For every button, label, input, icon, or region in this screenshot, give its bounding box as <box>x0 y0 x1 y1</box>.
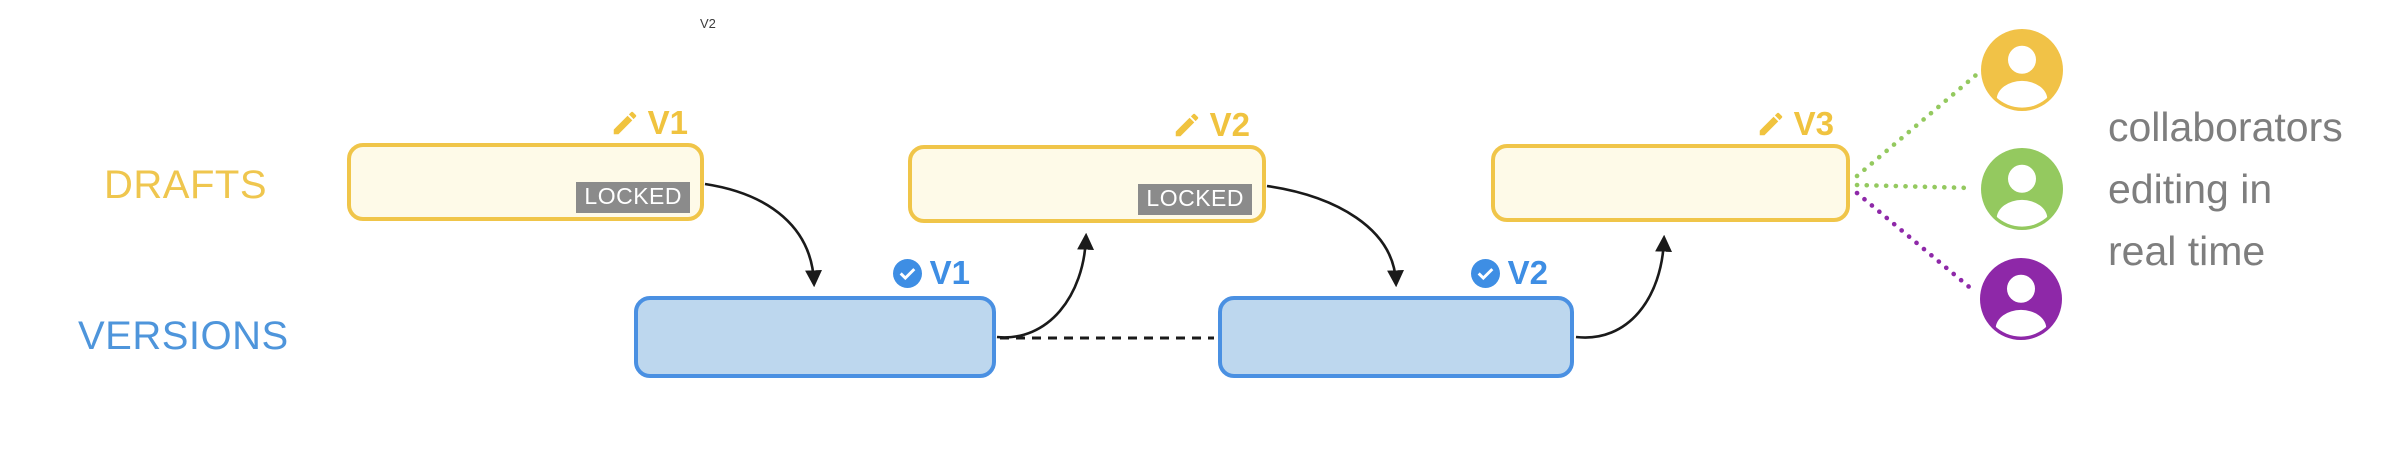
draft-version-label: V2 <box>1209 106 1250 143</box>
dotted-link-to-yellow-collaborator <box>1854 72 1979 179</box>
locked-badge: LOCKED <box>576 181 690 213</box>
draft-card-v1: V1 LOCKED <box>347 104 704 221</box>
page-watermark: V2 <box>700 16 716 31</box>
caption-line: collaborators <box>2108 104 2343 150</box>
draft-version-label: V3 <box>1793 105 1834 142</box>
pencil-icon <box>1756 109 1786 139</box>
draft-v3-tag: V3 <box>1756 105 1834 143</box>
user-avatar-icon <box>1980 258 2062 340</box>
draft-v1-tag: V1 <box>610 104 688 142</box>
caption-line: editing in <box>2108 166 2273 212</box>
drafts-row-label: DRAFTS <box>104 163 267 207</box>
check-circle-icon <box>1470 258 1500 288</box>
version-v1-tag: V1 <box>892 254 970 292</box>
pencil-icon <box>1172 110 1202 140</box>
version-label: V1 <box>929 254 970 291</box>
draft-card-v3: V3 <box>1491 105 1850 222</box>
pencil-icon <box>610 108 640 138</box>
arrow-draft1-to-version1 <box>704 182 822 288</box>
version-card-v1: V1 <box>634 254 996 378</box>
arrow-version1-to-draft2 <box>996 232 1095 339</box>
user-avatar-icon <box>1981 29 2063 111</box>
draft-v2-tag: V2 <box>1172 106 1250 144</box>
version-card-v2: V2 <box>1218 254 1574 378</box>
draft-version-label: V1 <box>647 104 688 141</box>
check-circle-icon <box>892 258 922 288</box>
version-label: V2 <box>1507 254 1548 291</box>
dotted-link-to-purple-collaborator <box>1854 190 1977 294</box>
locked-badge: LOCKED <box>1138 183 1252 215</box>
user-avatar-icon <box>1981 148 2063 230</box>
versions-row-label: VERSIONS <box>78 314 289 358</box>
draft-card-v2: V2 LOCKED <box>908 106 1266 223</box>
collaborators-caption: collaborators editing in real time <box>2108 96 2390 282</box>
arrow-draft2-to-version2 <box>1266 184 1404 288</box>
caption-line: real time <box>2108 228 2266 274</box>
version-v2-tag: V2 <box>1470 254 1548 292</box>
arrow-version2-to-draft3 <box>1575 234 1673 339</box>
dotted-link-to-green-collaborator <box>1854 182 1975 191</box>
